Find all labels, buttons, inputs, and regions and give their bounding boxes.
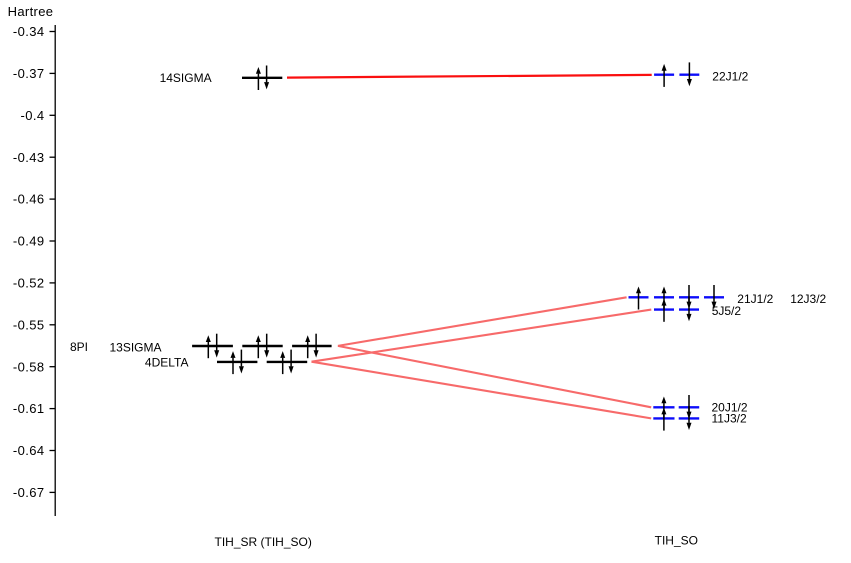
svg-text:5J5/2: 5J5/2 <box>712 304 742 318</box>
svg-text:-0.37: -0.37 <box>13 66 45 81</box>
svg-text:21J1/2: 21J1/2 <box>737 292 773 306</box>
svg-text:12J3/2: 12J3/2 <box>790 292 826 306</box>
svg-text:8PI: 8PI <box>70 340 88 354</box>
svg-text:20J1/2: 20J1/2 <box>712 401 748 415</box>
svg-text:-0.46: -0.46 <box>13 192 45 207</box>
svg-text:-0.52: -0.52 <box>13 276 45 291</box>
svg-text:Hartree: Hartree <box>8 4 54 19</box>
svg-text:-0.4: -0.4 <box>20 108 44 123</box>
svg-text:-0.49: -0.49 <box>13 234 45 249</box>
svg-text:13SIGMA: 13SIGMA <box>109 340 161 354</box>
svg-text:11J3/2: 11J3/2 <box>712 412 747 426</box>
svg-text:-0.67: -0.67 <box>13 485 45 500</box>
svg-text:-0.64: -0.64 <box>13 443 45 458</box>
svg-text:-0.55: -0.55 <box>13 317 45 332</box>
svg-text:14SIGMA: 14SIGMA <box>160 71 212 85</box>
svg-text:-0.34: -0.34 <box>13 24 45 39</box>
svg-text:-0.61: -0.61 <box>13 401 45 416</box>
svg-text:TIH_SR (TIH_SO): TIH_SR (TIH_SO) <box>215 535 312 549</box>
svg-text:TIH_SO: TIH_SO <box>655 534 698 548</box>
svg-text:4DELTA: 4DELTA <box>145 356 189 370</box>
svg-text:-0.43: -0.43 <box>13 150 45 165</box>
svg-text:22J1/2: 22J1/2 <box>712 70 748 84</box>
svg-text:-0.58: -0.58 <box>13 359 45 374</box>
